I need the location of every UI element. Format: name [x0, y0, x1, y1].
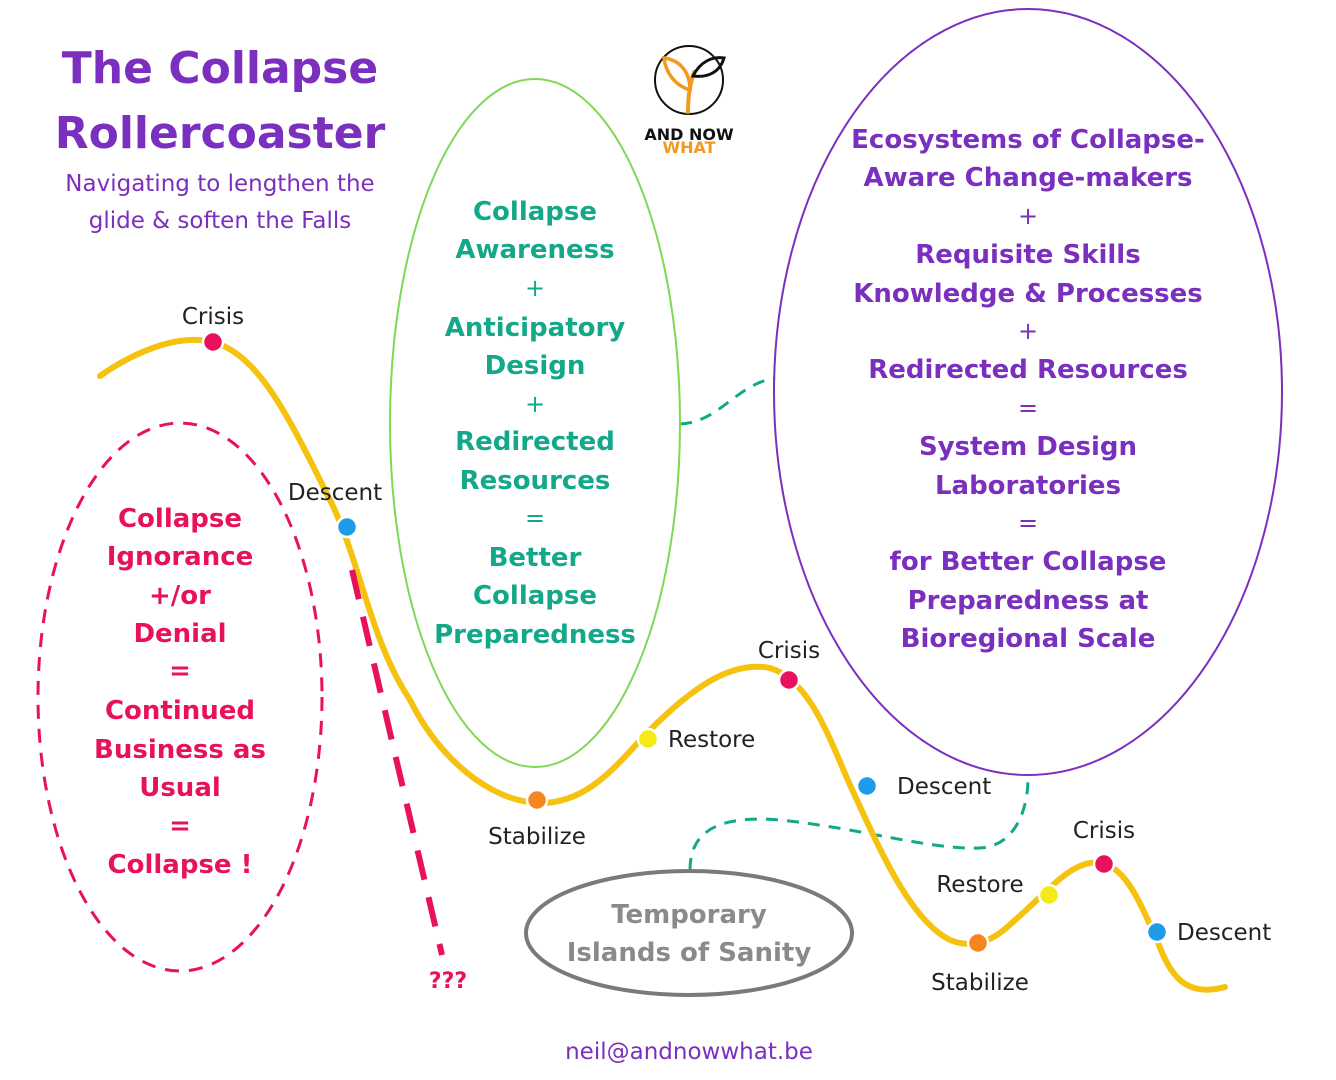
preparedness-line: Design: [485, 351, 586, 381]
denial-line: Ignorance: [107, 542, 254, 572]
ecosystems-text: Ecosystems of Collapse- Aware Change-mak…: [851, 125, 1205, 654]
ecosystems-operator: =: [1018, 509, 1038, 537]
stabilize-label: Stabilize: [931, 970, 1029, 996]
denial-line: Usual: [139, 773, 221, 803]
islands-of-sanity-ellipse: [524, 869, 854, 997]
diagram-title-line1: The Collapse: [62, 43, 378, 94]
denial-line: Collapse !: [108, 850, 253, 880]
crisis-point: [1092, 852, 1116, 876]
ecosystems-line: Ecosystems of Collapse-: [851, 125, 1205, 155]
denial-line: Collapse: [118, 504, 242, 534]
ecosystems-line: System Design: [919, 432, 1137, 462]
ecosystems-ellipse: [773, 8, 1283, 776]
sprout-icon: [654, 45, 726, 115]
crisis-point: [777, 668, 801, 692]
ecosystems-operator: +: [1018, 317, 1038, 345]
ecosystems-line: Redirected Resources: [868, 355, 1188, 385]
restore-label: Restore: [668, 727, 755, 753]
preparedness-ellipse: [389, 78, 681, 768]
preparedness-line: Collapse: [473, 581, 597, 611]
contact-email[interactable]: neil@andnowwhat.be: [565, 1039, 813, 1065]
preparedness-line: Resources: [460, 466, 611, 496]
preparedness-line: Awareness: [455, 235, 614, 265]
descent-label: Descent: [1177, 920, 1271, 946]
ecosystems-line: Laboratories: [935, 471, 1121, 501]
preparedness-operator: +: [525, 274, 545, 302]
rollercoaster-track: [97, 336, 1228, 993]
islands-to-purple-connector: [688, 777, 1030, 871]
islands-text-line2: Islands of Sanity: [567, 938, 812, 968]
preparedness-line: Redirected: [455, 427, 615, 457]
ecosystems-line: Knowledge & Processes: [853, 279, 1203, 309]
ecosystems-line: Preparedness at: [908, 586, 1149, 616]
descent-point: [335, 515, 359, 539]
preparedness-line: Preparedness: [434, 620, 636, 650]
denial-operator: =: [169, 811, 191, 841]
denial-line: +/or: [149, 581, 211, 611]
restore-point: [636, 727, 660, 751]
denial-ellipse: [36, 421, 324, 973]
ecosystems-line: Bioregional Scale: [901, 624, 1156, 654]
denial-line: Continued: [105, 696, 255, 726]
ecosystems-operator: +: [1018, 202, 1038, 230]
logo-text-line2: WHAT: [662, 138, 715, 157]
denial-line: Business as: [94, 735, 266, 765]
logo-text-line1: AND NOW: [644, 125, 734, 144]
preparedness-line: Anticipatory: [445, 313, 626, 343]
diagram-subtitle-line1: Navigating to lengthen the: [65, 171, 374, 197]
descent-point: [1145, 920, 1169, 944]
ecosystems-line: for Better Collapse: [890, 547, 1167, 577]
unknown-end-label: ???: [429, 969, 467, 994]
denial-text: Collapse Ignorance +/or Denial = Continu…: [94, 504, 266, 880]
preparedness-line: Better: [489, 543, 582, 573]
preparedness-operator: +: [525, 390, 545, 418]
crisis-point: [201, 330, 225, 354]
crisis-label: Crisis: [758, 638, 820, 664]
crisis-label: Crisis: [182, 304, 244, 330]
restore-label: Restore: [936, 872, 1023, 898]
preparedness-text: Collapse Awareness + Anticipatory Design…: [434, 197, 636, 650]
diagram-subtitle-line2: glide & soften the Falls: [89, 208, 352, 234]
denial-line: Denial: [133, 619, 226, 649]
green-to-purple-connector: [679, 376, 776, 426]
islands-text-line1: Temporary: [611, 900, 767, 930]
restore-point: [1037, 883, 1061, 907]
ecosystems-line: Requisite Skills: [915, 240, 1140, 270]
stabilize-point: [966, 931, 990, 955]
crisis-label: Crisis: [1073, 818, 1135, 844]
stabilize-point: [525, 788, 549, 812]
preparedness-line: Collapse: [473, 197, 597, 227]
ecosystems-operator: =: [1018, 394, 1038, 422]
preparedness-operator: =: [525, 504, 545, 532]
collapse-drop-line: [349, 569, 445, 956]
stabilize-label: Stabilize: [488, 824, 586, 850]
ecosystems-line: Aware Change-makers: [863, 163, 1192, 193]
diagram-title-line2: Rollercoaster: [55, 108, 386, 159]
denial-operator: =: [169, 656, 191, 686]
descent-point: [855, 774, 879, 798]
descent-label: Descent: [897, 774, 991, 800]
descent-label: Descent: [288, 480, 382, 506]
